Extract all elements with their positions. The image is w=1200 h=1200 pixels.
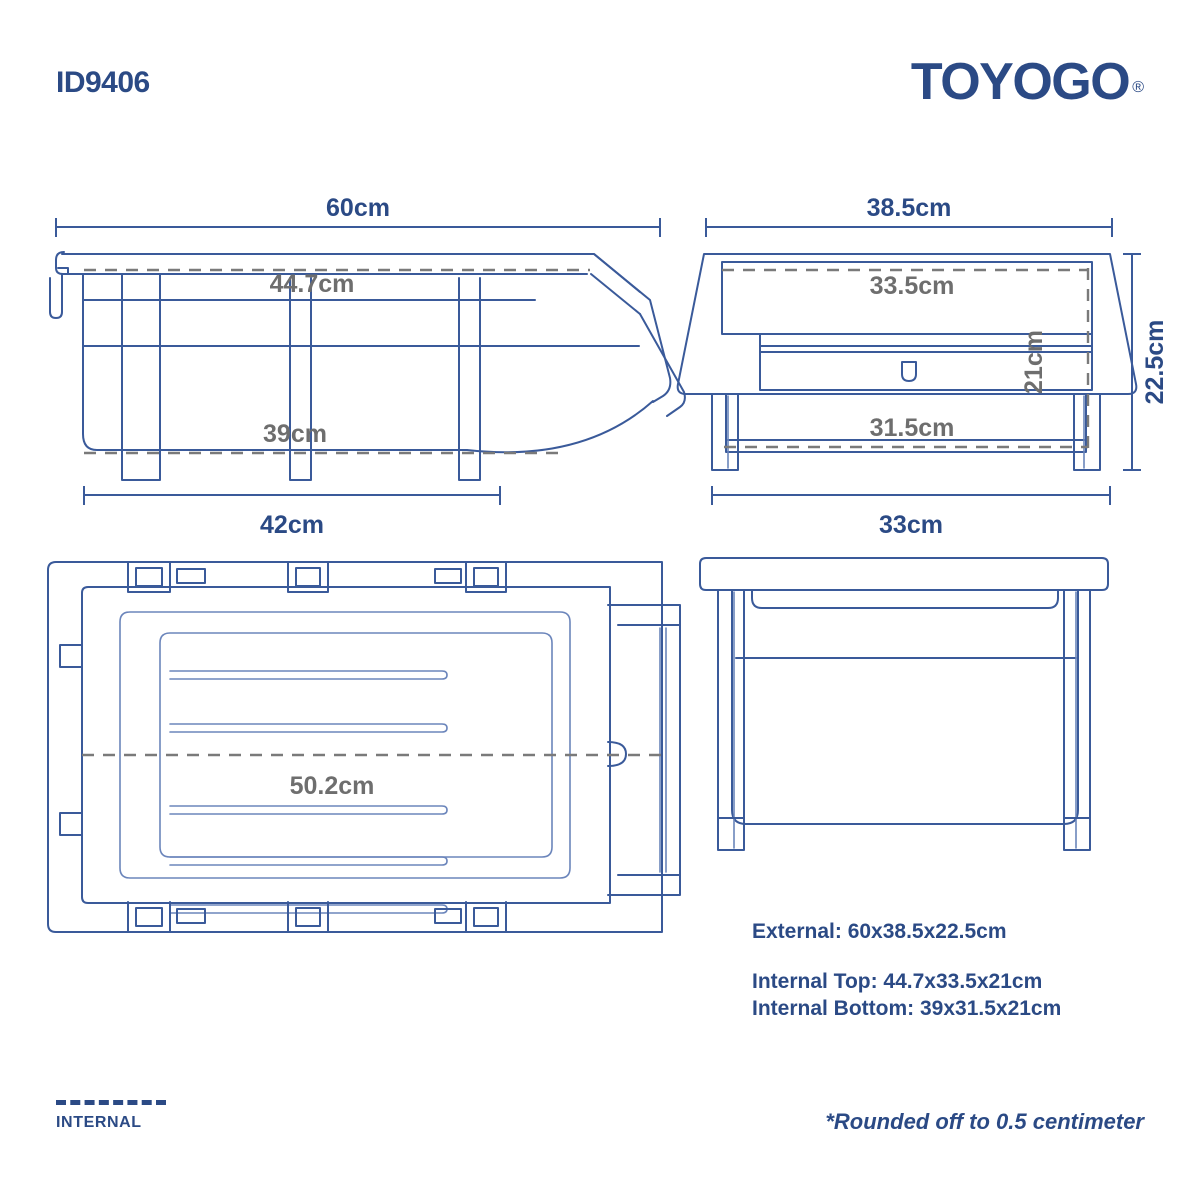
front-internal-bottom-label: 39cm [263, 420, 327, 448]
front-dim-top-label: 60cm [326, 194, 390, 222]
side-view: 33.5cm 31.5cm 21cm 22.5cm [676, 194, 1169, 539]
side-internal-top-label: 33.5cm [870, 272, 955, 300]
specifications-block: External: 60x38.5x22.5cm Internal Top: 4… [752, 918, 1172, 1023]
page-footer: INTERNAL *Rounded off to 0.5 centimeter [0, 1085, 1200, 1200]
rear-view [699, 557, 1109, 851]
side-dim-top-label: 38.5cm [867, 194, 952, 222]
side-dim-height-label: 22.5cm [1141, 320, 1169, 405]
spec-internal-bottom: Internal Bottom: 39x31.5x21cm [752, 997, 1062, 1021]
side-dim-bottom [711, 486, 1111, 505]
spec-spacer [752, 946, 1172, 968]
legend: INTERNAL [56, 1100, 166, 1132]
front-view: 44.7cm 39cm 60cm 42cm [49, 194, 686, 539]
rounding-note: *Rounded off to 0.5 centimeter [825, 1109, 1144, 1134]
product-code: ID9406 [56, 66, 150, 99]
side-dim-bottom-label: 33cm [879, 511, 943, 539]
registered-trademark-icon: ® [1132, 79, 1144, 96]
side-dim-height [1123, 253, 1141, 471]
side-internal-bottom-label: 31.5cm [870, 414, 955, 442]
front-dim-bottom [83, 486, 501, 505]
side-internal-height-label: 21cm [1020, 330, 1048, 394]
technical-drawings: 44.7cm 39cm 60cm 42cm [0, 150, 1200, 1030]
brand-logo: TOYOGO ® [911, 56, 1144, 108]
legend-dashed-line-icon [56, 1100, 166, 1105]
spec-external: External: 60x38.5x22.5cm [752, 920, 1007, 943]
top-view: 50.2cm [47, 561, 681, 933]
front-internal-top-label: 44.7cm [270, 270, 355, 298]
side-dim-top [705, 218, 1113, 237]
spec-internal-top: Internal Top: 44.7x33.5x21cm [752, 969, 1043, 993]
top-internal-label: 50.2cm [290, 772, 375, 800]
front-dim-bottom-label: 42cm [260, 511, 324, 539]
drawing-canvas: 44.7cm 39cm 60cm 42cm [47, 194, 1169, 933]
page-header: ID9406 TOYOGO ® [0, 0, 1200, 150]
front-dim-top [55, 218, 661, 237]
legend-label: INTERNAL [56, 1114, 142, 1131]
brand-name: TOYOGO [910, 53, 1131, 111]
